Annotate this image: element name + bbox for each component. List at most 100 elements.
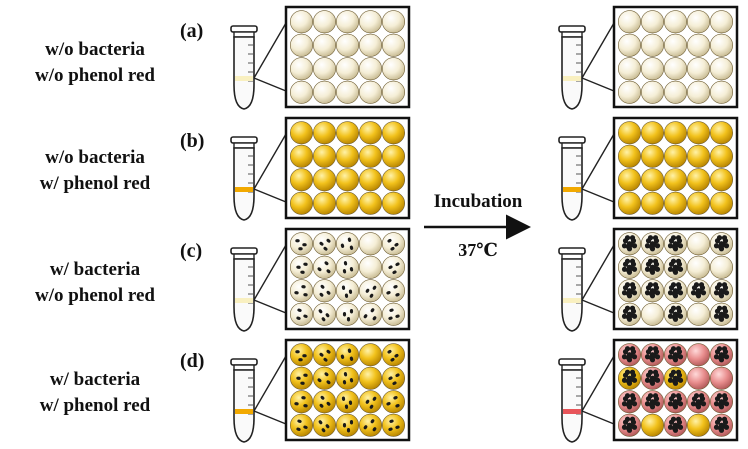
bacteria-cluster-cell (624, 416, 631, 422)
bacteria-cluster-cell (667, 354, 674, 360)
bacteria-cluster-cell (675, 258, 682, 264)
well (709, 144, 733, 168)
bacteria-dot (326, 269, 331, 274)
bacteria-dot (349, 356, 354, 361)
tube-cap (558, 358, 586, 366)
tube-cap (558, 25, 586, 33)
bacteria-dot (349, 420, 354, 425)
bacteria-dot (319, 403, 324, 408)
well (312, 144, 336, 168)
tube-cap (558, 136, 586, 144)
bacteria-dot (388, 265, 393, 269)
tube-body (233, 147, 255, 221)
bacteria-cluster-cell (670, 235, 677, 241)
bacteria-cluster-cell (624, 258, 631, 264)
well (289, 343, 313, 367)
bacteria-dot (325, 313, 330, 318)
well (358, 366, 382, 390)
bacteria-dot (300, 381, 305, 385)
well (289, 255, 313, 279)
well (335, 343, 359, 367)
bacteria-dot (393, 396, 398, 400)
bacteria-dot (326, 290, 331, 295)
incubation-label: Incubation (434, 191, 523, 212)
well (289, 302, 313, 326)
well (381, 255, 405, 279)
bacteria-cluster-cell (670, 282, 677, 288)
bacteria-cluster-cell (670, 369, 677, 375)
well (312, 343, 336, 367)
bacteria-dot (363, 425, 368, 430)
bacteria-cluster-cell (624, 305, 631, 311)
well (335, 121, 359, 145)
bacteria-dot (347, 237, 352, 242)
bacteria-cluster-cell (675, 393, 682, 399)
bacteria-dot (363, 314, 368, 319)
bacteria-cluster-cell (628, 242, 635, 248)
bacteria-cluster-cell (716, 282, 723, 288)
well (335, 390, 359, 414)
well (640, 80, 664, 104)
bacteria-cluster-cell (721, 416, 728, 422)
well (381, 343, 405, 367)
well (335, 80, 359, 104)
well (663, 57, 687, 81)
bacteria-dot (394, 353, 399, 358)
bacteria-cluster-cell (674, 265, 681, 271)
bacteria-dot (395, 373, 400, 377)
bacteria-dot (388, 376, 393, 380)
bacteria-dot (394, 242, 399, 247)
bacteria-cluster-cell (624, 282, 631, 288)
bacteria-cluster-cell (652, 369, 659, 375)
bacteria-dot (326, 238, 331, 243)
bacteria-dot (324, 261, 329, 266)
well (358, 80, 382, 104)
bacteria-cluster-cell (720, 353, 727, 359)
well (686, 302, 710, 326)
bacteria-dot (296, 376, 301, 380)
bacteria-cluster-cell (629, 282, 636, 288)
well (617, 10, 641, 34)
well (289, 80, 313, 104)
bacteria-cluster-cell (621, 243, 628, 249)
panel-a-before (230, 5, 411, 110)
well (312, 10, 336, 34)
well (663, 121, 687, 145)
bacteria-cluster-cell (629, 369, 636, 375)
well (358, 10, 382, 34)
bacteria-dot (319, 241, 324, 246)
bacteria-cluster-cell (675, 369, 682, 375)
zoom-line (581, 22, 615, 79)
bacteria-cluster-cell (667, 266, 674, 272)
bacteria-cluster-cell (628, 376, 635, 382)
tube-liquid-band (563, 409, 581, 414)
tube-icon (558, 25, 586, 110)
bacteria-cluster-cell (652, 393, 659, 399)
well (663, 168, 687, 192)
well (312, 57, 336, 81)
tube-liquid-band (235, 187, 253, 192)
bacteria-dot (296, 427, 301, 431)
well (312, 302, 336, 326)
bacteria-dot (344, 404, 349, 409)
bacteria-dot (346, 428, 351, 433)
well (358, 413, 382, 437)
bacteria-dot (349, 378, 354, 383)
well (686, 366, 710, 390)
bacteria-cluster-cell (693, 393, 700, 399)
bacteria-dot (342, 269, 347, 274)
well (663, 191, 687, 215)
bacteria-dot (324, 372, 329, 377)
well (312, 121, 336, 145)
bacteria-cluster-cell (670, 346, 677, 352)
bacteria-cluster-cell (629, 305, 636, 311)
letter-b: (b) (180, 130, 204, 152)
bacteria-cluster-cell (621, 290, 628, 296)
well (312, 390, 336, 414)
bacteria-cluster-cell (670, 416, 677, 422)
bacteria-cluster-cell (720, 400, 727, 406)
temperature-label: 37℃ (458, 240, 498, 260)
well (617, 33, 641, 57)
well (381, 33, 405, 57)
well (358, 33, 382, 57)
